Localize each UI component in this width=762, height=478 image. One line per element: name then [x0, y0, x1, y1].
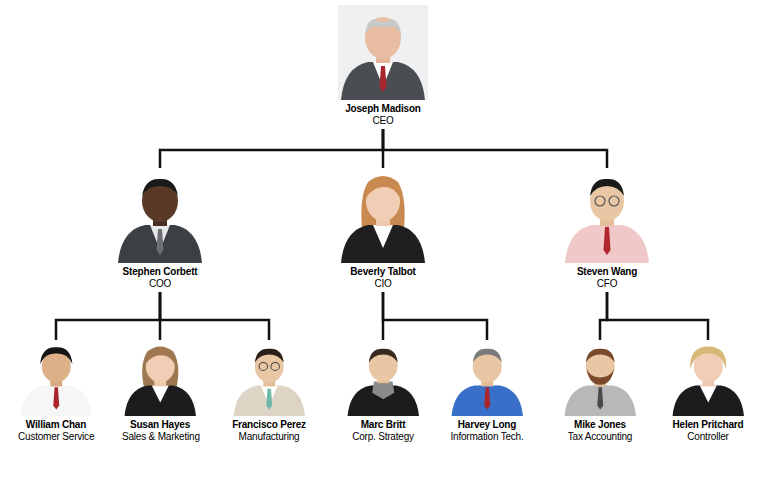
person-label: Steven WangCFO [562, 266, 652, 290]
person-card: Francisco PerezManufacturing [231, 340, 307, 443]
portrait [234, 349, 305, 416]
person-label: Susan HayesSales & Marketing [122, 419, 198, 443]
portrait [21, 347, 92, 416]
person-card: Mike JonesTax Accounting [562, 340, 638, 443]
reporting-line [56, 292, 160, 340]
reporting-line [383, 129, 607, 168]
person-label: Helen PritchardController [670, 419, 746, 443]
portrait [348, 349, 419, 416]
job-title: CEO [338, 115, 428, 127]
reporting-line [607, 292, 708, 340]
reporting-line [160, 129, 383, 168]
job-title: CFO [562, 278, 652, 290]
person-card: Harvey LongInformation Tech. [449, 340, 525, 443]
person-card: Steven WangCFO [562, 168, 652, 290]
person-label: Harvey LongInformation Tech. [449, 419, 525, 443]
person-name: Francisco Perez [231, 419, 307, 431]
person-label: Marc BrittCorp. Strategy [345, 419, 421, 443]
person-name: Beverly Talbot [338, 266, 428, 278]
person-label: Beverly TalbotCIO [338, 266, 428, 290]
person-name: Helen Pritchard [670, 419, 746, 431]
job-title: Information Tech. [449, 431, 525, 443]
portrait [125, 346, 196, 416]
person-card: Helen PritchardController [670, 340, 746, 443]
reporting-line [383, 292, 487, 340]
person-label: Mike JonesTax Accounting [562, 419, 638, 443]
job-title: Sales & Marketing [122, 431, 198, 443]
portrait [673, 346, 744, 416]
person-card: Joseph MadisonCEO [338, 5, 428, 127]
job-title: Controller [670, 431, 746, 443]
portrait [565, 349, 636, 416]
person-label: Stephen CorbettCOO [115, 266, 205, 290]
job-title: Manufacturing [231, 431, 307, 443]
job-title: Customer Service [18, 431, 94, 443]
job-title: CIO [338, 278, 428, 290]
person-label: Francisco PerezManufacturing [231, 419, 307, 443]
person-name: Joseph Madison [338, 103, 428, 115]
person-name: Mike Jones [562, 419, 638, 431]
portrait [118, 179, 202, 263]
person-name: Susan Hayes [122, 419, 198, 431]
person-label: Joseph MadisonCEO [338, 103, 428, 127]
person-card: Stephen CorbettCOO [115, 168, 205, 290]
person-name: Harvey Long [449, 419, 525, 431]
portrait [565, 179, 649, 263]
person-card: Beverly TalbotCIO [338, 168, 428, 290]
portrait [338, 5, 428, 100]
person-label: William ChanCustomer Service [18, 419, 94, 443]
person-name: William Chan [18, 419, 94, 431]
portrait [452, 349, 523, 416]
person-name: Steven Wang [562, 266, 652, 278]
job-title: Corp. Strategy [345, 431, 421, 443]
person-card: Susan HayesSales & Marketing [122, 340, 198, 443]
person-card: William ChanCustomer Service [18, 340, 94, 443]
job-title: Tax Accounting [562, 431, 638, 443]
reporting-line [160, 292, 269, 340]
person-name: Stephen Corbett [115, 266, 205, 278]
person-card: Marc BrittCorp. Strategy [345, 340, 421, 443]
portrait [341, 176, 425, 263]
job-title: COO [115, 278, 205, 290]
person-name: Marc Britt [345, 419, 421, 431]
